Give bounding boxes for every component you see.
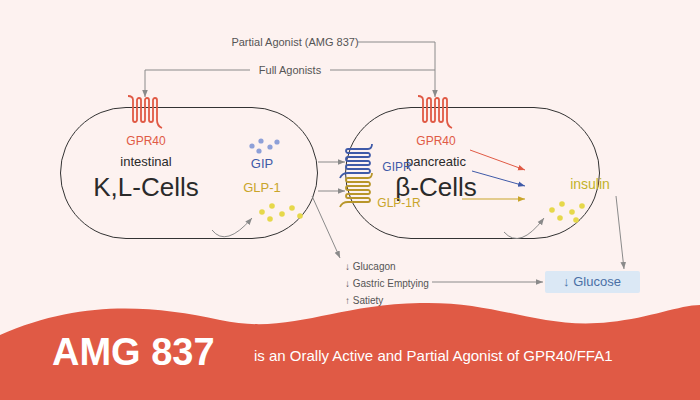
- granule: [267, 144, 272, 149]
- receptor-helix: [340, 173, 372, 207]
- granule: [579, 203, 585, 209]
- signal-arrow: [470, 150, 525, 170]
- banner-title: AMG 837: [52, 332, 215, 374]
- hormone-arrow: [318, 191, 345, 192]
- granule: [549, 207, 555, 213]
- glp1-granules: [259, 203, 303, 222]
- hormone-label: GIP: [251, 157, 273, 171]
- gipr-receptor: [340, 144, 372, 178]
- signal-arrow: [472, 171, 525, 186]
- effect-label: ↑ Satiety: [345, 295, 383, 306]
- granule: [249, 143, 254, 148]
- receptor-label: GPR40: [126, 135, 165, 148]
- receptor-label: GPR40: [416, 135, 455, 148]
- effect-label: ↓ Gastric Emptying: [345, 278, 429, 289]
- cell-outline: GPR40 intestinalK,L-Cells: [60, 107, 318, 239]
- granule: [557, 215, 563, 221]
- connector-layer: [318, 162, 345, 191]
- granule: [573, 217, 579, 223]
- agonist-arrow: [145, 70, 250, 97]
- agonist-line: [330, 70, 435, 71]
- gpr40-receptor: [128, 96, 162, 128]
- gpr40-receptor: [418, 96, 452, 128]
- signal-arrow: [462, 199, 525, 200]
- glp1r-receptor: [340, 173, 372, 207]
- receptor-label: GIPR: [382, 161, 411, 174]
- granule: [269, 203, 275, 209]
- granule: [289, 205, 295, 211]
- effect-label: ↓ Glucagon: [345, 261, 396, 272]
- granule: [274, 139, 279, 144]
- insulin-granules: [549, 201, 585, 223]
- effect-arrow: [432, 282, 543, 283]
- cell-subtitle: pancreatic: [406, 155, 466, 169]
- result-box: ↓ Glucose: [545, 271, 640, 293]
- granule: [259, 209, 265, 215]
- receptor-label: GLP-1R: [377, 197, 420, 210]
- receptor-helix: [418, 96, 452, 128]
- effect-arrow: [312, 196, 340, 258]
- gip-granules: [249, 138, 279, 153]
- granule: [569, 209, 575, 215]
- receptor-helix: [128, 96, 162, 128]
- agonist-label: Partial Agonist (AMG 837): [231, 36, 358, 48]
- cell-name: K,L-Cells: [93, 173, 198, 202]
- receptor-helix: [340, 144, 372, 178]
- granule: [297, 213, 303, 219]
- hormone-label: GLP-1: [243, 181, 281, 195]
- banner-subtitle: is an Orally Active and Partial Agonist …: [254, 348, 613, 365]
- granule: [258, 138, 263, 143]
- agonist-arrow: [358, 42, 435, 97]
- result-text: ↓ Glucose: [563, 275, 621, 289]
- granule: [559, 201, 565, 207]
- granule: [267, 216, 273, 222]
- cell-subtitle: intestinal: [120, 155, 171, 169]
- secretion-arrow: [212, 218, 252, 237]
- hormone-arrow: [318, 162, 345, 163]
- granule: [256, 148, 261, 153]
- secretion-arrow: [504, 218, 544, 238]
- wave-banner: [0, 303, 700, 400]
- agonist-label: Full Agonists: [259, 64, 321, 76]
- insulin-arrow: [616, 196, 624, 269]
- granule: [279, 211, 285, 217]
- hormone-label: insulin: [570, 177, 610, 192]
